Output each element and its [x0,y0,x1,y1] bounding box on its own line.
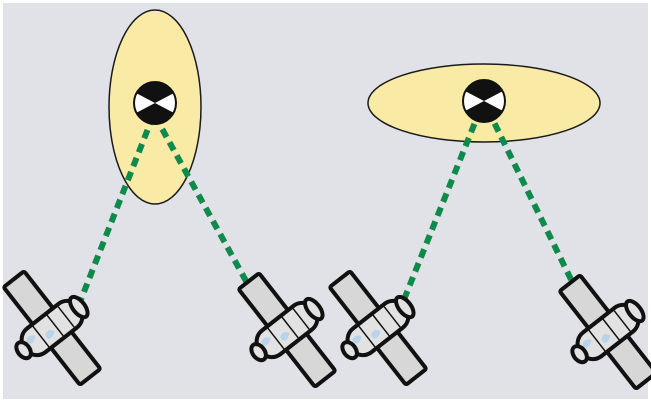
target-icon [133,82,176,124]
target-icon [462,80,505,122]
